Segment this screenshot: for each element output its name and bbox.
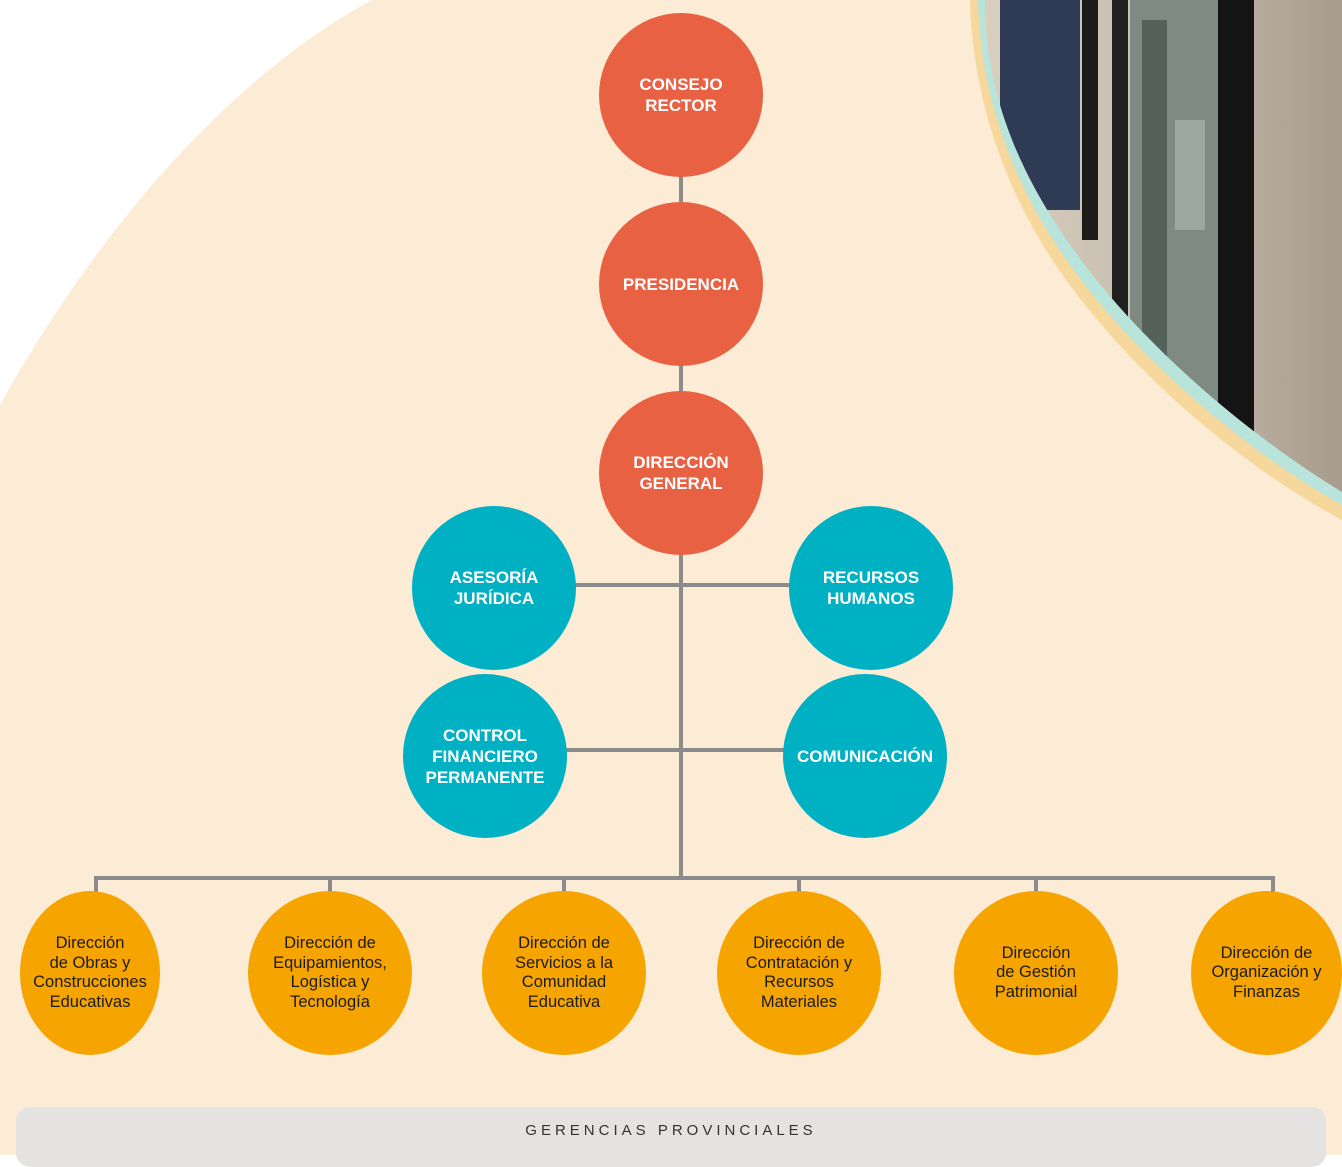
direccion-general-node: DIRECCIÓN GENERAL <box>599 391 763 555</box>
consejo-rector-label: CONSEJO RECTOR <box>639 75 723 115</box>
direccion-gestion-patrimonial-label: Dirección de Gestión Patrimonial <box>994 943 1078 1001</box>
direccion-obras-node: Dirección de Obras y Construcciones Educ… <box>20 891 160 1055</box>
direccion-equipamientos-node: Dirección de Equipamientos, Logística y … <box>248 891 412 1055</box>
control-financiero-label: CONTROL FINANCIERO PERMANENTE <box>425 725 545 787</box>
gerencias-provinciales-label: GERENCIAS PROVINCIALES <box>525 1122 817 1139</box>
presidencia-node: PRESIDENCIA <box>599 202 763 366</box>
direccion-servicios-node: Dirección de Servicios a la Comunidad Ed… <box>482 891 646 1055</box>
comunicacion-node: COMUNICACIÓN <box>783 674 947 838</box>
direccion-contratacion-label: Dirección de Contratación y Recursos Mat… <box>745 934 853 1011</box>
recursos-humanos-label: RECURSOS HUMANOS <box>822 568 920 608</box>
direccion-organizacion-label: Dirección de Organización y Finanzas <box>1211 943 1322 1001</box>
consejo-rector-node: CONSEJO RECTOR <box>599 13 763 177</box>
recursos-humanos-node: RECURSOS HUMANOS <box>789 506 953 670</box>
direccion-equipamientos-label: Dirección de Equipamientos, Logística y … <box>273 934 387 1011</box>
control-financiero-node: CONTROL FINANCIERO PERMANENTE <box>403 674 567 838</box>
direccion-contratacion-node: Dirección de Contratación y Recursos Mat… <box>717 891 881 1055</box>
direccion-obras-label: Dirección de Obras y Construcciones Educ… <box>33 934 147 1011</box>
direccion-general-label: DIRECCIÓN GENERAL <box>633 453 729 493</box>
direccion-organizacion-node: Dirección de Organización y Finanzas <box>1191 891 1342 1055</box>
presidencia-label: PRESIDENCIA <box>622 274 740 294</box>
asesoria-juridica-label: ASESORÍA JURÍDICA <box>449 568 539 608</box>
asesoria-juridica-node: ASESORÍA JURÍDICA <box>412 506 576 670</box>
direccion-gestion-patrimonial-node: Dirección de Gestión Patrimonial <box>954 891 1118 1055</box>
comunicacion-label: COMUNICACIÓN <box>797 746 933 766</box>
direccion-servicios-label: Dirección de Servicios a la Comunidad Ed… <box>514 934 614 1011</box>
